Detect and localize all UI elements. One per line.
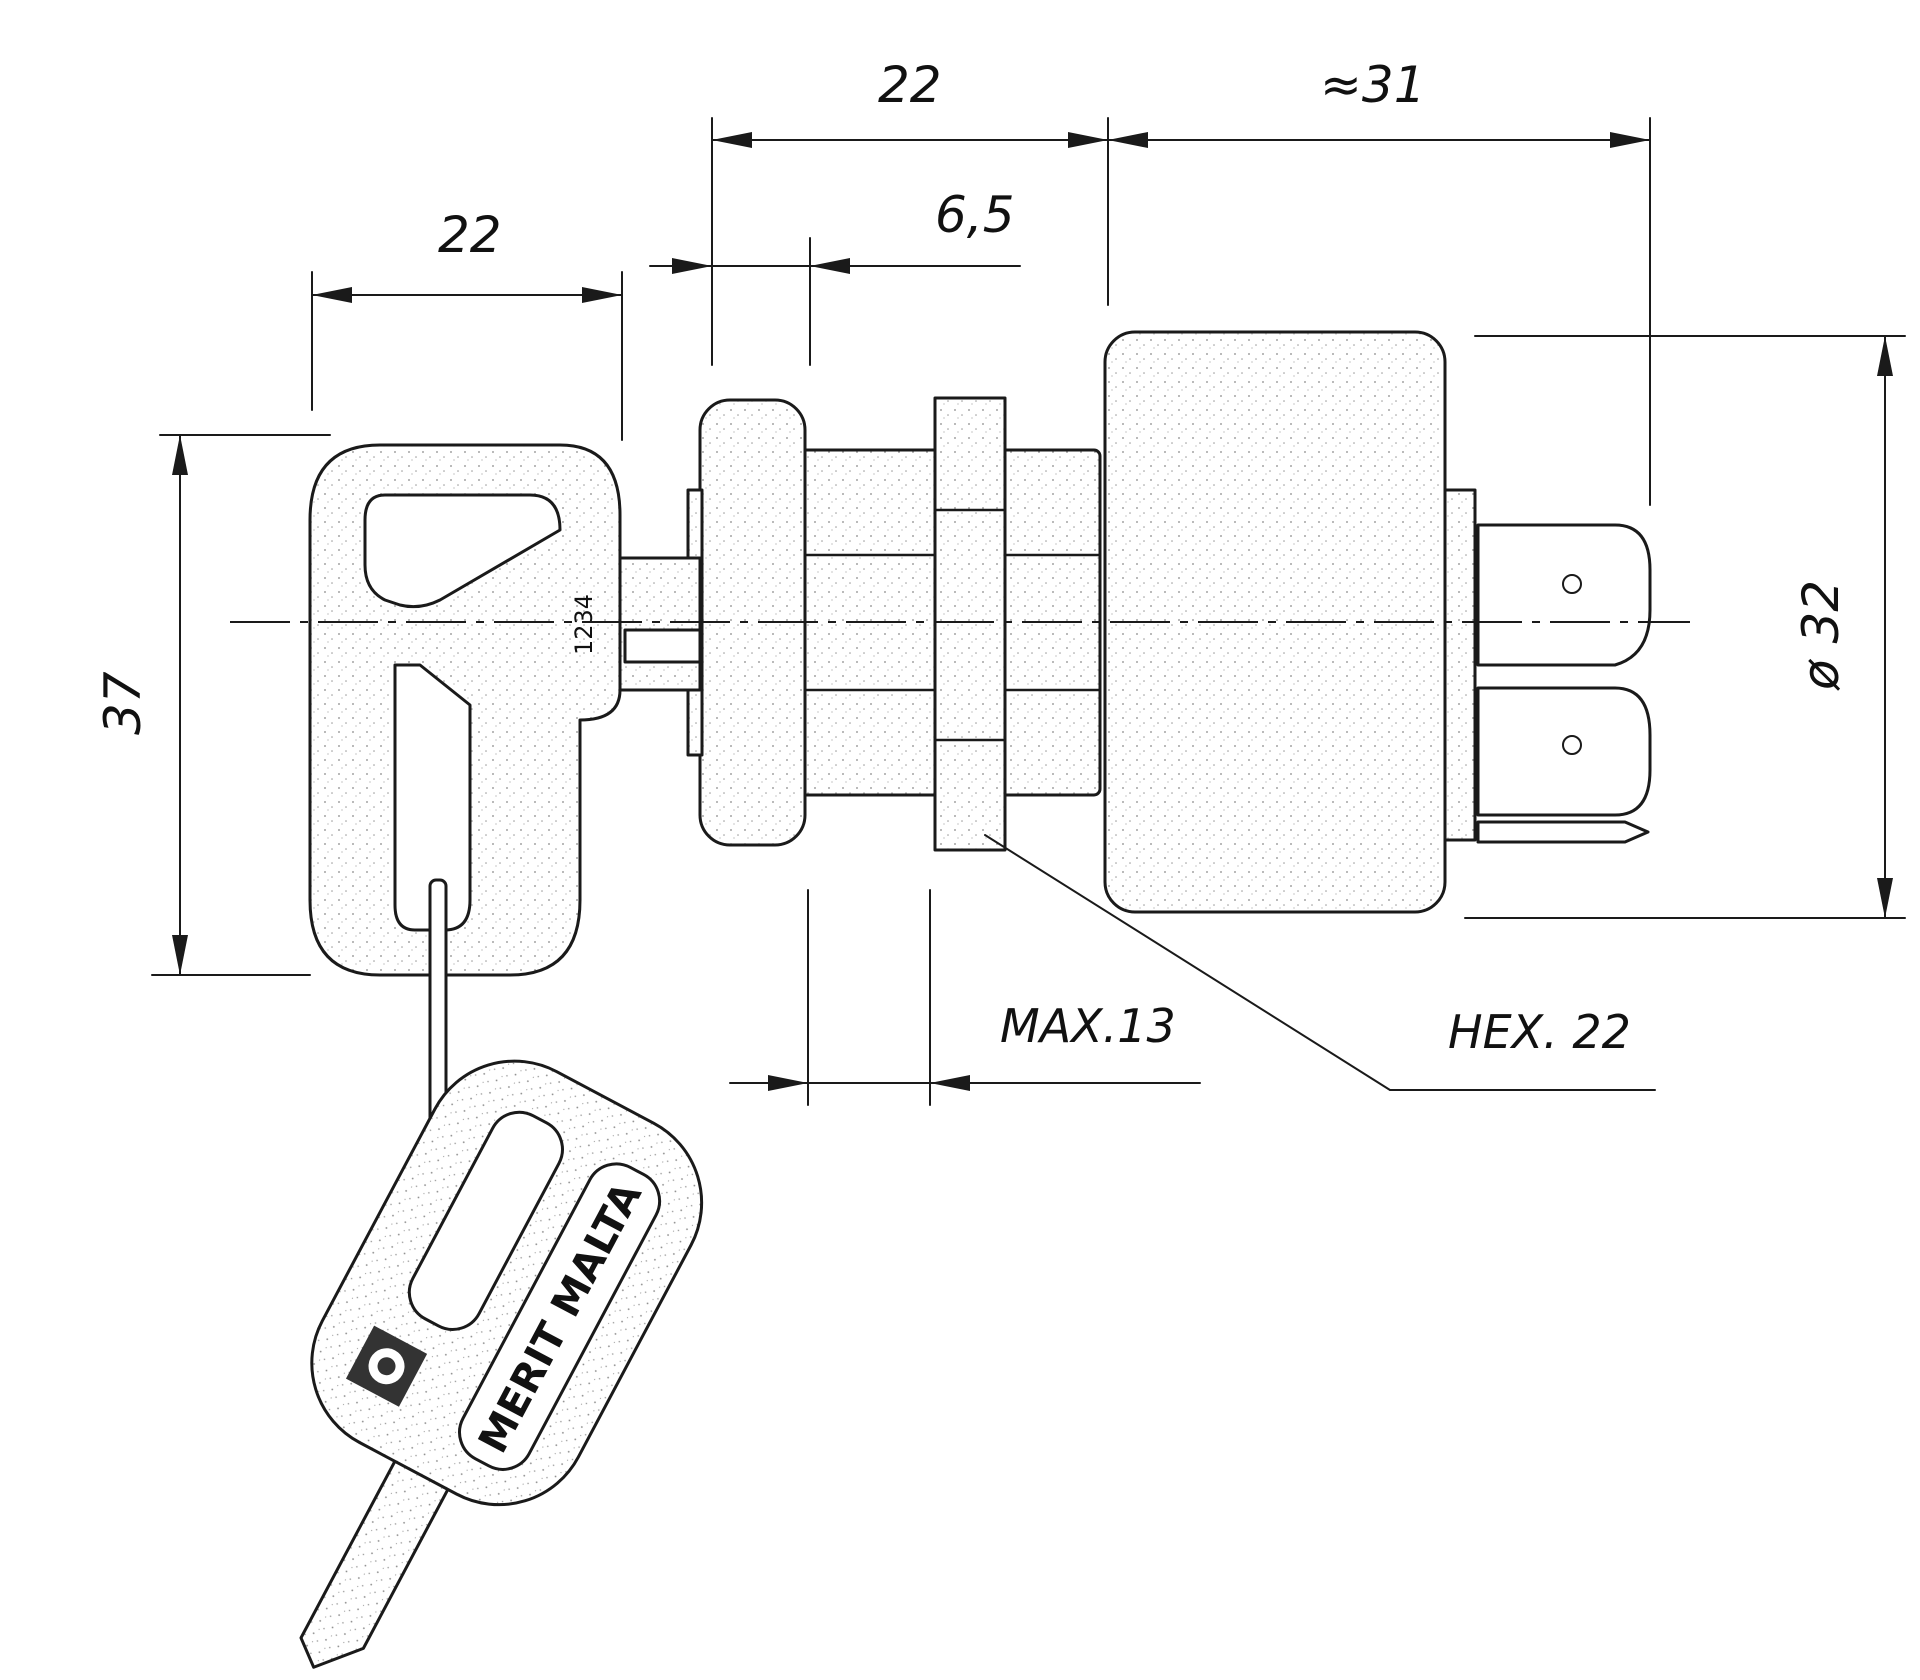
terminal-pin <box>1476 820 1650 844</box>
terminal-upper <box>1476 523 1652 667</box>
terminal-lower <box>1476 686 1652 817</box>
dim-key-head-width: 22 <box>438 206 502 264</box>
dim-shaft-length: 22 <box>878 56 942 114</box>
spare-key: MERIT MALTA <box>299 878 704 1669</box>
hex-nut-label: HEX. 22 <box>1448 1005 1631 1059</box>
rear-collar <box>1443 488 1477 842</box>
dim-panel-thickness: MAX.13 <box>1000 999 1176 1053</box>
merit-logo-icon <box>345 1325 428 1407</box>
dimension-lines <box>151 117 1906 1106</box>
key-number-text: 1234 <box>570 594 598 655</box>
inserted-key: 1234 <box>308 443 702 977</box>
dim-flange-thickness: 6,5 <box>935 186 1015 244</box>
hex-nut <box>933 396 1007 852</box>
dim-body-length: ≈31 <box>1320 56 1426 114</box>
dim-key-head-height: 37 <box>94 671 152 735</box>
dim-body-diameter: ø 32 <box>1792 580 1850 691</box>
